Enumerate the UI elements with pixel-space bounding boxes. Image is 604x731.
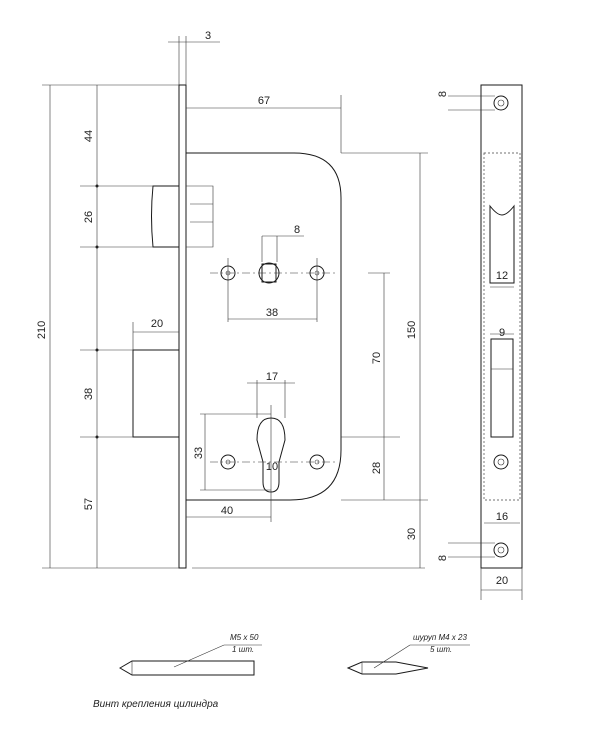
plate-screw-hole-top [493, 95, 509, 111]
dim-top-to-latch: 44 [83, 130, 95, 142]
latch-housing [186, 185, 214, 248]
dead-bolt [132, 349, 180, 438]
faceplate [178, 84, 187, 569]
dimensions-left [42, 84, 179, 569]
lock-case [186, 152, 342, 501]
dim-lower-slot-width: 16 [496, 511, 508, 523]
dim-bottom-to-bolt: 57 [83, 498, 95, 510]
dim-faceplate-thickness: 3 [205, 30, 211, 42]
dim-case-height: 150 [406, 321, 418, 339]
spindle-area [210, 236, 335, 322]
bolt-slot [490, 338, 514, 438]
latch-bolt [151, 185, 180, 248]
dim-cylinder-screw-spacing: 33 [193, 447, 205, 459]
dim-spindle-square: 8 [294, 224, 300, 236]
dimensions-right [341, 152, 428, 568]
cylinder-screw [119, 644, 262, 676]
woodscrew-qty: 5 шт. [430, 645, 452, 654]
cylinder-area [210, 380, 335, 522]
wood-screw [346, 644, 470, 675]
woodscrew-label: шуруп M4 x 23 [413, 633, 467, 642]
dimensions-spindle [228, 235, 317, 320]
dim-cylinder-width: 17 [266, 371, 278, 383]
dim-bolt-slot-width: 9 [499, 327, 505, 339]
dim-bolt-height: 38 [83, 388, 95, 400]
dim-latch-slot-width: 12 [496, 270, 508, 282]
faceplate-front-view [448, 84, 523, 600]
dim-latch-height: 26 [83, 211, 95, 223]
case-outline-dashed [483, 152, 521, 501]
plate-screw-hole-bottom [493, 542, 509, 558]
dim-handle-screw-spacing: 38 [266, 307, 278, 319]
dim-plate-bottom-hole: 8 [437, 555, 449, 561]
dim-plate-width: 20 [496, 575, 508, 587]
dimensions-cylinder [186, 382, 295, 518]
dim-case-bottom-to-plate-end: 30 [406, 528, 418, 540]
dim-height-total: 210 [36, 321, 48, 339]
dim-cylinder-pin-width: 10 [266, 461, 278, 473]
dimensions-top [168, 36, 342, 153]
dim-handle-to-cylinder: 70 [371, 352, 383, 364]
dim-plate-top-hole: 8 [437, 91, 449, 97]
dim-backset-depth: 67 [258, 95, 270, 107]
dim-cylinder-to-case-bottom: 28 [371, 462, 383, 474]
plate-screw-hole-middle [493, 454, 509, 470]
screw-label: M5 x 50 [230, 633, 259, 642]
screw-caption: Винт крепления цилиндра [93, 699, 219, 710]
latch-slot [489, 204, 515, 284]
screw-qty: 1 шт. [232, 645, 254, 654]
dim-bolt-throw: 20 [151, 318, 163, 330]
dim-backset: 40 [221, 505, 233, 517]
lock-body [132, 84, 425, 569]
